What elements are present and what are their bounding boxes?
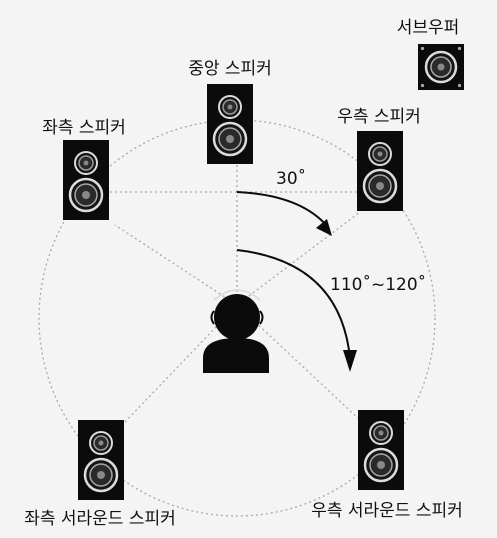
surround-angle-arc	[236, 249, 351, 359]
right-speaker-icon	[355, 129, 405, 213]
subwoofer-icon	[416, 42, 466, 92]
subwoofer-label: 서브우퍼	[397, 18, 460, 38]
front-arrowhead	[316, 219, 332, 236]
surround-angle-label: 110˚~120˚	[330, 274, 426, 295]
center-speaker-label: 중앙 스피커	[188, 59, 272, 79]
right-speaker-label: 우측 스피커	[337, 107, 421, 127]
surround-arrowhead	[343, 350, 357, 372]
left-speaker-icon	[61, 138, 111, 222]
left-surround-label: 좌측 서라운드 스피커	[24, 509, 176, 529]
right-surround-label: 우측 서라운드 스피커	[311, 501, 463, 521]
front-angle-arc	[236, 191, 328, 227]
front-angle-label: 30˚	[276, 168, 306, 189]
center-speaker-icon	[205, 82, 255, 166]
listening-circle	[38, 119, 436, 517]
listener-icon	[203, 289, 269, 373]
angle-arrows	[236, 191, 351, 359]
left-surround-speaker-icon	[76, 418, 126, 502]
right-surround-speaker-icon	[356, 408, 406, 492]
left-speaker-label: 좌측 스피커	[42, 118, 126, 138]
